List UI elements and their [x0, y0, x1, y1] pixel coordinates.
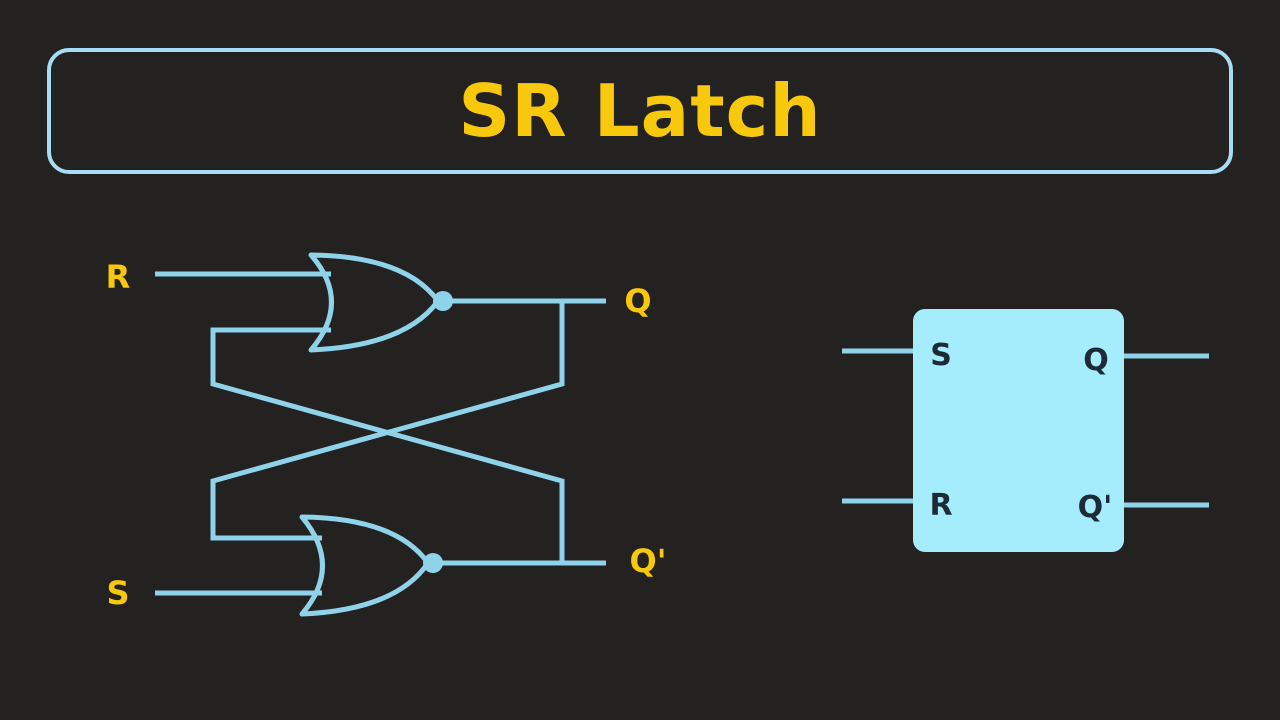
inversion-bubble-upper: [433, 291, 453, 311]
latch-block: [913, 309, 1124, 552]
nor-latch-circuit: R S Q Q': [106, 252, 667, 617]
nor-gate-lower: [299, 514, 431, 617]
wire-feedback-qbar-to-upper: [210, 327, 565, 563]
block-pin-q: Q: [1083, 343, 1109, 378]
block-pin-r: R: [929, 488, 952, 523]
label-output-q: Q: [624, 282, 651, 320]
sr-latch-block-symbol: S R Q Q': [842, 309, 1209, 552]
inversion-bubble-lower: [423, 553, 443, 573]
label-input-r: R: [106, 258, 131, 296]
title-banner: SR Latch: [47, 48, 1233, 174]
label-output-q-bar: Q': [630, 542, 667, 580]
block-pin-s: S: [930, 338, 952, 373]
nor-gate-upper: [308, 252, 441, 353]
label-input-s: S: [106, 574, 129, 612]
block-pin-q-bar: Q': [1078, 490, 1113, 525]
wire-feedback-q-to-lower: [210, 301, 565, 541]
page-title: SR Latch: [458, 69, 822, 153]
